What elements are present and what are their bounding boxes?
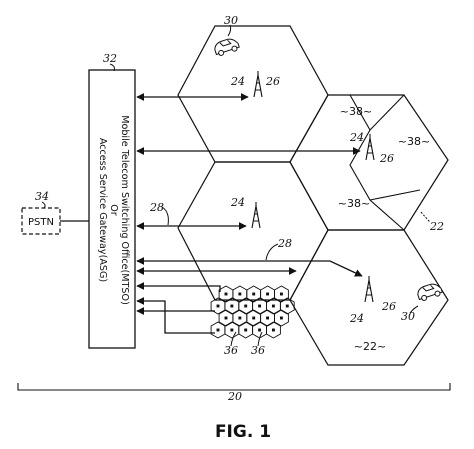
microcell-station: [252, 292, 256, 296]
microcell: [274, 285, 289, 303]
microcell-station: [244, 304, 248, 308]
pstn-label: PSTN: [28, 217, 54, 228]
microcell-station: [238, 292, 242, 296]
tower-center: [251, 202, 261, 229]
link-microcell-c: [136, 297, 215, 334]
pstn-ref: 34: [35, 190, 49, 203]
cell-center: [177, 161, 329, 301]
switching-office-ref: 32: [103, 52, 117, 65]
switching-office-label: Mobile Telecom Switching Office(MTSO) Or…: [97, 115, 130, 305]
microcell-station: [258, 304, 262, 308]
tower-top-ref-26: 26: [265, 75, 280, 88]
link-ref-center: 28: [149, 201, 164, 214]
tower-rl-ref-24: 24: [349, 312, 364, 325]
microcell-ref-a-leader: [230, 331, 237, 347]
cell-right-lower: [289, 229, 449, 366]
tower-right-lower: [364, 276, 374, 303]
microcell-cluster: [210, 285, 295, 339]
switching-office-line1: Mobile Telecom Switching Office(MTSO): [119, 115, 130, 305]
mobile-right-leader: [409, 305, 419, 314]
microcell: [279, 297, 295, 315]
cell-label-region: ~22~: [354, 340, 386, 353]
mobile-top-ref: 30: [224, 14, 238, 27]
switching-office-line3: Access Service Gateway(ASG): [97, 138, 108, 282]
tower-ru-ref-26: 26: [379, 152, 394, 165]
microcell-station: [224, 292, 228, 296]
tower-top-ref-24: 24: [230, 75, 245, 88]
pstn-box: [21, 207, 61, 235]
microcell-station: [258, 328, 262, 332]
microcell-station: [271, 304, 275, 308]
cell-label-b: ~38~: [398, 135, 430, 148]
microcell-station: [244, 328, 248, 332]
mobile-unit-right: [417, 283, 443, 301]
microcell-station: [230, 304, 234, 308]
sub-cell-boundary: [349, 94, 421, 231]
tower-right-upper: [365, 134, 375, 161]
microcell-station: [266, 292, 270, 296]
link-ref-lower: 28: [277, 237, 292, 250]
microcell-ref-b-leader: [257, 331, 263, 347]
tower-top: [253, 71, 263, 98]
microcell-station: [238, 316, 242, 320]
links: [136, 93, 363, 334]
microcell: [266, 321, 281, 339]
tower-ru-ref-24: 24: [349, 131, 364, 144]
microcell-station: [271, 328, 275, 332]
link-ref-center-leader: [161, 206, 169, 226]
switching-office-line2: Or: [108, 204, 119, 216]
switching-office-box: [88, 69, 136, 349]
microcell-station: [230, 328, 234, 332]
switching-office-leader: [109, 63, 115, 72]
region-ref: 22: [429, 220, 444, 233]
microcell-station: [216, 328, 220, 332]
link-microcell-b: [136, 282, 221, 292]
system-ref: 20: [227, 390, 242, 403]
microcell-station: [216, 304, 220, 308]
pstn-leader: [41, 201, 46, 209]
microcell-ref-b: 36: [251, 344, 265, 357]
tower-center-ref-24: 24: [230, 196, 245, 209]
microcell-station: [252, 316, 256, 320]
mobile-right-ref: 30: [401, 310, 415, 323]
mobile-top-leader: [227, 24, 232, 37]
microcell: [274, 309, 289, 327]
microcell-ref-a: 36: [224, 344, 238, 357]
cell-label-c: ~38~: [338, 197, 370, 210]
system-bracket: [17, 383, 451, 391]
microcell-station: [279, 292, 283, 296]
region-ref-leader: [420, 211, 431, 223]
cell-top: [177, 25, 329, 163]
cell-label-a: ~38~: [340, 105, 372, 118]
mobile-unit-top: [214, 38, 240, 56]
microcell-station: [279, 316, 283, 320]
link-ref-lower-leader: [265, 243, 279, 261]
tower-rl-ref-26: 26: [381, 300, 396, 313]
microcell-station: [266, 316, 270, 320]
microcell-station: [285, 304, 289, 308]
figure-caption: FIG. 1: [215, 422, 271, 442]
microcell-station: [224, 316, 228, 320]
link-cell-right-lower: [136, 257, 363, 277]
